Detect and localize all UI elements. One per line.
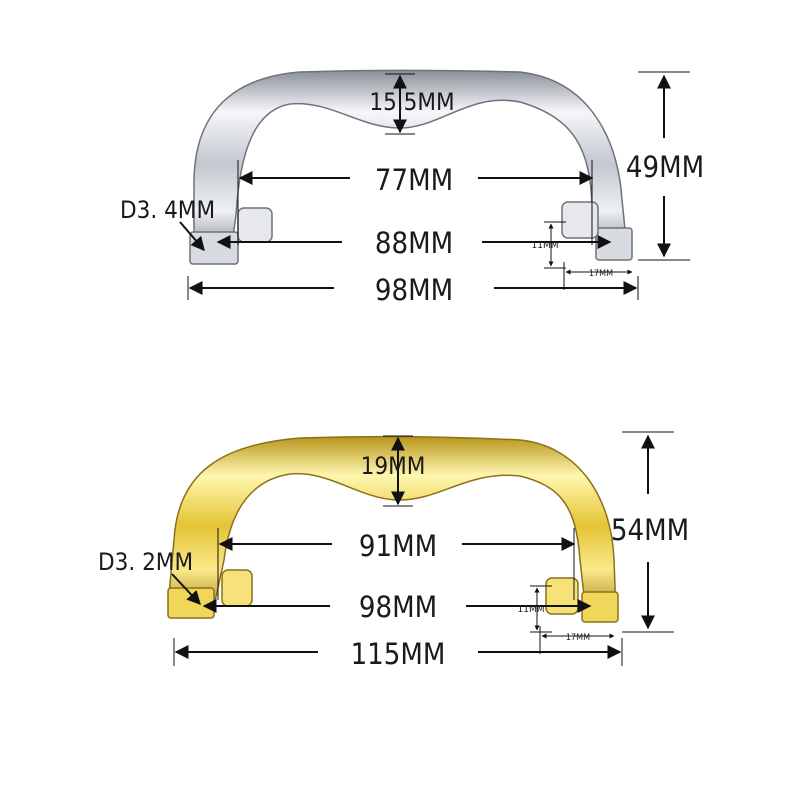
gold-base-width-label: 17MM <box>566 633 590 643</box>
chrome-right-mount <box>595 227 633 261</box>
handle-gold: 19MM 91MM 98MM D3. 2MM 54MM 11MM 17MM <box>98 431 689 671</box>
chrome-hole-spacing-label: 88MM <box>375 226 453 260</box>
chrome-base-height-label: 11MM <box>532 240 559 251</box>
chrome-left-mount <box>189 231 239 265</box>
gold-right-bracket <box>545 577 579 615</box>
chrome-base-width-label: 17MM <box>589 269 613 279</box>
chrome-hole-diameter-label: D3. 4MM <box>120 196 215 224</box>
gold-inner-span-label: 91MM <box>359 529 437 563</box>
chrome-overall-length-label: 98MM <box>375 273 453 307</box>
gold-left-mount <box>167 587 215 619</box>
chrome-grip-thickness-label: 15.5MM <box>369 88 454 116</box>
gold-grip-thickness-label: 19MM <box>361 452 426 480</box>
chrome-handle-body <box>193 69 629 259</box>
gold-height-label: 54MM <box>611 513 689 547</box>
gold-base-height-label: 11MM <box>518 604 545 615</box>
gold-overall-length-label: 115MM <box>351 637 446 671</box>
chrome-right-bracket <box>561 201 599 239</box>
gold-left-bracket <box>221 569 253 607</box>
chrome-height-label: 49MM <box>626 150 704 184</box>
chrome-inner-span-label: 77MM <box>375 163 453 197</box>
handle-chrome: 15.5MM 77MM 88MM D3. 4MM 49MM 11MM 17MM <box>120 69 704 307</box>
gold-hole-diameter-label: D3. 2MM <box>98 548 193 576</box>
chrome-left-bracket <box>237 207 273 243</box>
gold-hole-spacing-label: 98MM <box>359 590 437 624</box>
